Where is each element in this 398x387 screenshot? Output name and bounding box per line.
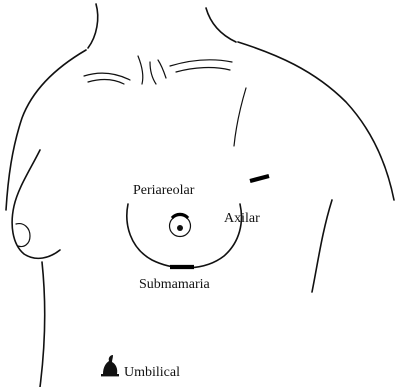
left-shoulder-outline <box>6 50 86 210</box>
axilar-incision-mark <box>250 176 269 181</box>
left-flank-outline <box>40 262 45 387</box>
right-clavicle-line <box>170 60 232 66</box>
neck-right-outline <box>206 8 236 42</box>
sternal-notch-right <box>158 60 166 78</box>
umbilical-icon <box>101 355 119 376</box>
sternal-notch-center <box>150 62 156 84</box>
label-axilar: Axilar <box>224 211 260 226</box>
label-umbilical: Umbilical <box>124 365 180 380</box>
periareolar-incision-mark <box>172 214 188 218</box>
nipple-dot <box>177 225 183 231</box>
neck-left-outline <box>88 4 98 48</box>
left-breast-outline <box>12 150 60 258</box>
right-chest-contour <box>234 88 246 146</box>
right-arm-inner-outline <box>312 200 332 292</box>
left-nipple-arc <box>16 224 30 247</box>
sternal-notch-left <box>138 56 143 84</box>
label-periareolar: Periareolar <box>133 183 195 198</box>
left-clavicle-shade <box>88 80 124 84</box>
label-submamaria: Submamaria <box>139 277 211 292</box>
right-clavicle-shade <box>176 68 230 72</box>
